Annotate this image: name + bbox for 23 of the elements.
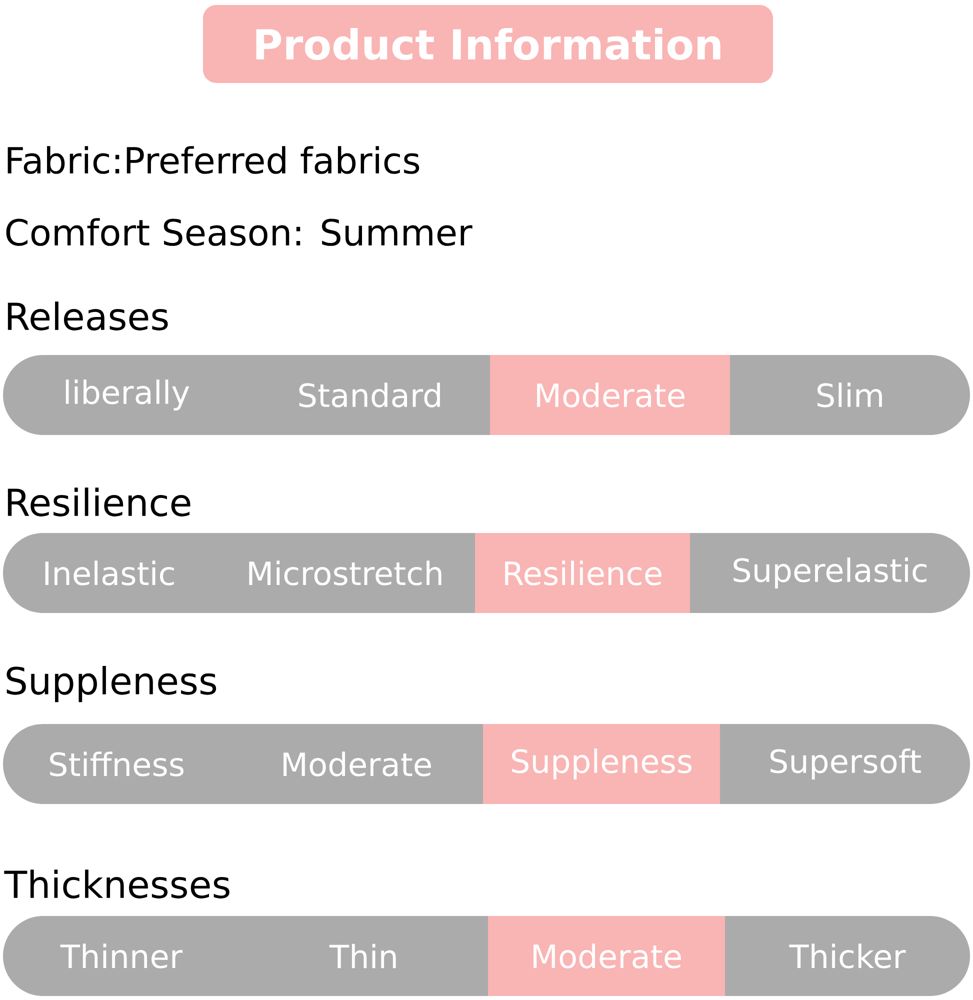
scale-option: Slim bbox=[817, 382, 882, 408]
highlighted-segment: Moderate bbox=[488, 916, 725, 996]
scale-option: liberally bbox=[66, 380, 190, 410]
highlighted-segment: Resilience bbox=[475, 533, 690, 613]
scale-option: Superelastic bbox=[734, 558, 927, 588]
node-label: Thicknesses bbox=[4, 870, 230, 898]
spec-text: Comfort Season: Summer bbox=[6, 218, 472, 246]
highlighted-segment: Suppleness bbox=[483, 724, 720, 804]
spec-text: Fabric:Preferred fabrics bbox=[8, 146, 420, 174]
node-label: Suppleness bbox=[6, 666, 216, 702]
scale-option: Moderate bbox=[284, 752, 431, 776]
title-banner: Product Information bbox=[203, 5, 773, 83]
scale-option: Thinner bbox=[60, 944, 183, 968]
node-label: Resilience bbox=[8, 488, 190, 516]
scale-option: Supersoft bbox=[770, 748, 921, 780]
highlighted-segment: Moderate bbox=[490, 355, 730, 435]
scale-option: Thicker bbox=[789, 944, 906, 968]
scale-option: Standard bbox=[299, 382, 440, 408]
scale-option: Inelastic bbox=[45, 560, 174, 586]
scale-option: Stiffness bbox=[50, 752, 184, 776]
scale-option: Thin bbox=[329, 944, 396, 968]
node-label: Releases bbox=[8, 302, 168, 330]
scale-option: Microstretch bbox=[249, 560, 442, 586]
